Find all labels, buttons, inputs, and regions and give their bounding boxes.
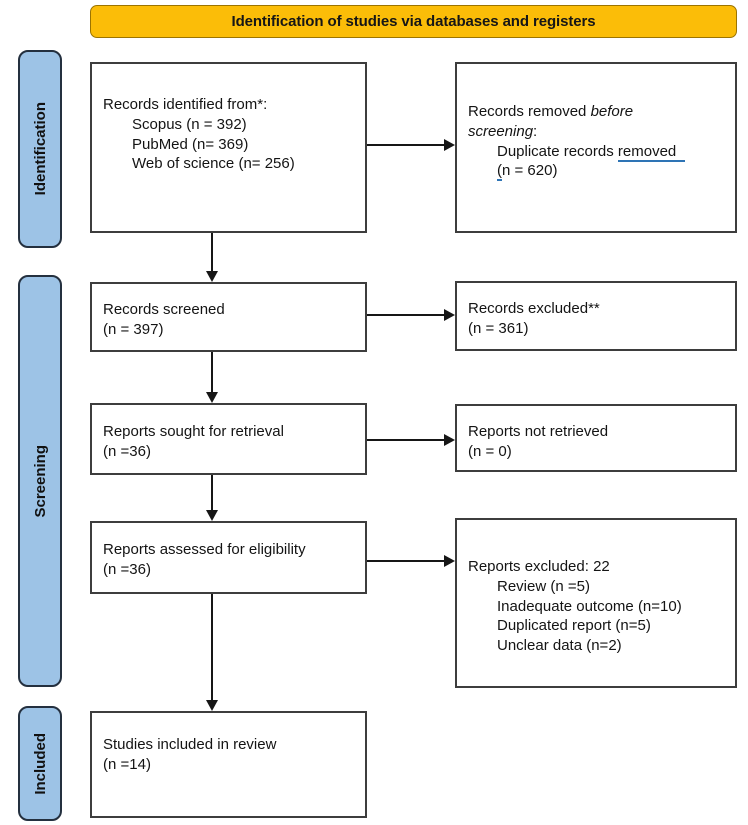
arrow-identified-to-screened [206, 233, 218, 282]
box-studies-included: Studies included in review (n =14) [90, 711, 367, 818]
stage-identification: Identification [18, 50, 62, 248]
box-reports-excluded: Reports excluded: 22 Review (n =5) Inade… [455, 518, 737, 688]
box-count: (n =36) [103, 560, 151, 578]
box-title: Reports sought for retrieval [103, 423, 284, 440]
box-reports-not-retrieved: Reports not retrieved (n = 0) [455, 404, 737, 472]
box-title: Records identified from*: [103, 96, 268, 113]
arrow-assessed-to-included [206, 594, 218, 711]
stage-identification-label: Identification [31, 102, 49, 196]
box-title: Studies included in review [103, 736, 277, 753]
box-records-identified: Records identified from*: Scopus (n = 39… [90, 62, 367, 233]
box-item: Unclear data (n=2) [497, 637, 622, 655]
box-item: Web of science (n= 256) [132, 155, 295, 173]
box-reports-assessed: Reports assessed for eligibility (n =36) [90, 521, 367, 594]
box-records-excluded: Records excluded** (n = 361) [455, 281, 737, 351]
box-records-screened: Records screened (n = 397) [90, 282, 367, 352]
box-count: (n = 397) [103, 320, 164, 338]
stage-screening: Screening [18, 275, 62, 687]
box-title: Records removed before screening: [468, 103, 634, 140]
box-count: (n = 361) [468, 319, 529, 337]
stage-screening-label: Screening [31, 444, 49, 518]
box-count: (n = 0) [468, 442, 512, 460]
stage-included: Included [18, 706, 62, 821]
banner-title: Identification of studies via databases … [231, 13, 596, 30]
box-records-removed: Records removed before screening: Duplic… [455, 62, 737, 233]
box-reports-sought: Reports sought for retrieval (n =36) [90, 403, 367, 475]
box-item: Inadequate outcome (n=10) [497, 597, 682, 615]
box-title: Reports not retrieved [468, 423, 609, 440]
box-title: Records excluded** [468, 300, 600, 317]
arrow-sought-to-not-retrieved [367, 434, 455, 446]
arrow-screened-to-sought [206, 352, 218, 403]
arrow-screened-to-excluded [367, 309, 455, 321]
box-item: PubMed (n= 369) [132, 135, 249, 153]
box-title: Reports excluded: 22 [468, 558, 610, 575]
box-item: Scopus (n = 392) [132, 115, 247, 133]
box-count: (n =36) [103, 442, 151, 460]
underlined-text: ( [497, 162, 502, 182]
stage-included-label: Included [31, 732, 49, 795]
box-item: Review (n =5) [497, 577, 590, 595]
box-item: Duplicate records removed (n = 620) [468, 142, 727, 182]
box-title: Records screened [103, 301, 225, 318]
arrow-assessed-to-excluded [367, 555, 455, 567]
box-title: Reports assessed for eligibility [103, 541, 306, 558]
arrow-identified-to-removed [367, 139, 455, 151]
banner-identification-via-databases: Identification of studies via databases … [90, 5, 737, 38]
box-item: Duplicated report (n=5) [497, 617, 651, 635]
arrow-sought-to-assessed [206, 475, 218, 521]
underlined-text: removed [617, 142, 686, 162]
box-count: (n =14) [103, 755, 151, 773]
